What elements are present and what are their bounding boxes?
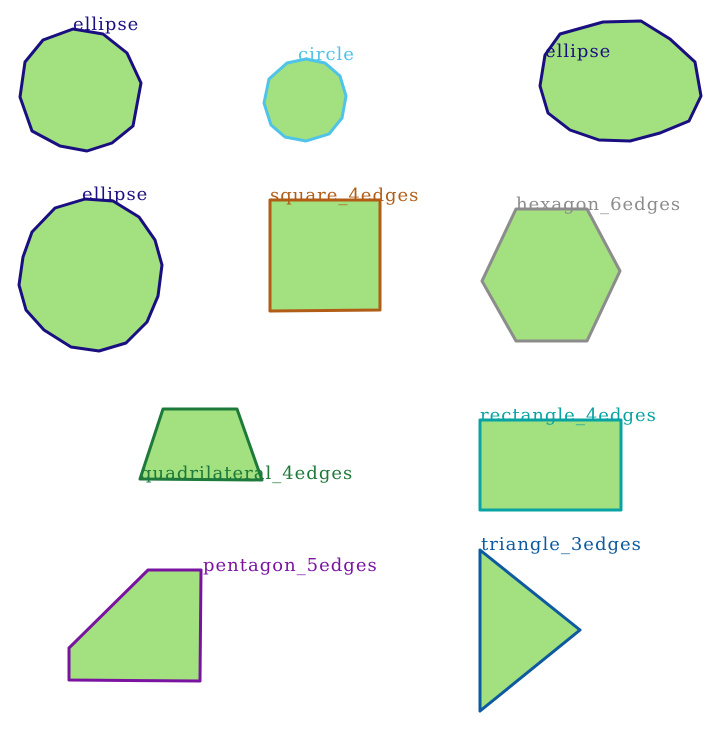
shape-label-pentagon-1: pentagon_5edges: [203, 555, 378, 576]
shape-rectangle-1: rectangle_4edges: [478, 405, 657, 512]
shape-label-quadrilateral-1: quadrilateral_4edges: [140, 463, 353, 484]
shape-label-rectangle-1: rectangle_4edges: [480, 405, 657, 426]
shape-label-ellipse-3: ellipse: [82, 184, 148, 205]
shape-label-ellipse-2: ellipse: [545, 41, 611, 62]
shape-label-square-1: square_4edges: [270, 185, 419, 206]
shape-hexagon-1: hexagon_6edges: [480, 194, 681, 343]
shape-label-hexagon-1: hexagon_6edges: [516, 194, 681, 215]
shape-label-circle-1: circle: [298, 44, 355, 65]
shape-label-triangle-1: triangle_3edges: [481, 534, 642, 555]
shape-quadrilateral-1: quadrilateral_4edges: [138, 407, 353, 484]
shape-ellipse-3: ellipse: [17, 184, 164, 353]
shape-pentagon-1: pentagon_5edges: [67, 555, 378, 683]
shape-square-1: square_4edges: [268, 185, 419, 313]
shape-label-ellipse-1: ellipse: [73, 14, 139, 35]
shape-triangle-1: triangle_3edges: [478, 534, 642, 713]
shape-ellipse-1: ellipse: [18, 14, 143, 153]
shape-circle-1: circle: [262, 44, 355, 143]
shape-ellipse-2: ellipse: [538, 19, 703, 143]
